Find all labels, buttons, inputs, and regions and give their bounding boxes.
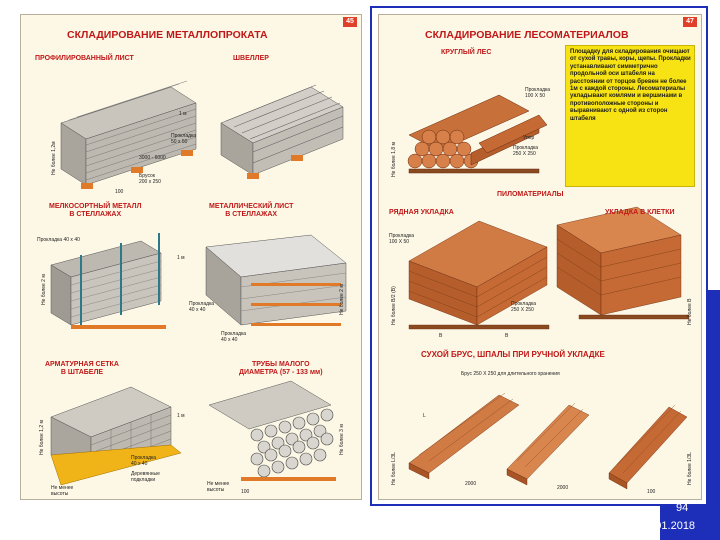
label-length: 3000 - 6000 xyxy=(139,155,166,161)
label-timber-spacer-3: Прокладка 100 Х 50 xyxy=(389,233,415,245)
section-round-timber: КРУГЛЫЙ ЛЕС xyxy=(441,49,492,56)
section-profiled-sheet: ПРОФИЛИРОВАННЫЙ ЛИСТ xyxy=(35,55,134,62)
label-timber-height-4: Не более L/3L xyxy=(391,452,397,485)
left-poster-title: СКЛАДИРОВАНИЕ МЕТАЛЛОПРОКАТА xyxy=(67,29,268,41)
label-timber-height-2: Не более В/2 (В) xyxy=(391,286,397,325)
label-spacer-4: Прокладка 40 х 40 xyxy=(221,331,247,343)
dry-beam-stacks xyxy=(408,392,688,490)
right-poster: 47 СКЛАДИРОВАНИЕ ЛЕСОМАТЕРИАЛОВ xyxy=(378,14,702,500)
section-cage-stack: УКЛАДКА В КЛЕТКИ xyxy=(605,209,675,216)
label-2000-b: 2000 xyxy=(557,485,569,491)
label-timber-100: 100 xyxy=(647,489,656,495)
label-spacer-5: Прокладка 40 х 40 xyxy=(131,455,157,467)
cage-stacking xyxy=(556,206,690,320)
label-wood-liner: Деревянные подкладки xyxy=(131,471,160,483)
section-small-pipes: ТРУБЫ МАЛОГО ДИАМЕТРА (57 - 133 мм) xyxy=(239,361,323,376)
timber-note-box: Площадку для складирования очищают от су… xyxy=(565,45,695,187)
label-b-1: В xyxy=(439,333,443,339)
metal-illustrations xyxy=(50,80,347,486)
label-timber-spacer-2: Прокладка 250 Х 250 xyxy=(513,145,539,157)
label-b-2: В xyxy=(505,333,509,339)
label-height-5: Не более 3 м xyxy=(339,424,345,455)
right-poster-title: СКЛАДИРОВАНИЕ ЛЕСОМАТЕРИАЛОВ xyxy=(425,29,629,41)
left-poster-page-badge: 45 xyxy=(343,17,357,27)
section-metal-sheet: МЕТАЛЛИЧЕСКИЙ ЛИСТ В СТЕЛЛАЖАХ xyxy=(209,203,294,218)
round-timber-pile xyxy=(407,94,548,174)
label-2000-a: 2000 xyxy=(465,481,477,487)
label-not-less-1: Не менее высоты xyxy=(51,485,74,497)
label-not-less-2: Не менее высоты xyxy=(207,481,230,493)
label-beam: Брус 250 Х 250 для длительного хранения xyxy=(461,371,560,377)
label-timber-height-1: Не более 1,8 м xyxy=(391,142,397,177)
label-1m-b: 1 м xyxy=(177,255,185,261)
channel-stack xyxy=(220,84,344,179)
section-channel: ШВЕЛЛЕР xyxy=(233,55,269,62)
rebar-mesh-stack xyxy=(50,386,182,486)
label-timber-spacer-1: Прокладка 100 Х 50 xyxy=(525,87,551,99)
section-lumber: ПИЛОМАТЕРИАЛЫ xyxy=(497,191,564,198)
section-small-metal: МЕЛКОСОРТНЫЙ МЕТАЛЛ В СТЕЛЛАЖАХ xyxy=(49,203,142,218)
metal-sheet-rack xyxy=(205,234,347,326)
timber-illustrations xyxy=(407,94,690,490)
label-100-a: 100 xyxy=(115,189,124,195)
label-L: L xyxy=(423,413,426,419)
label-1m-a: 1 м xyxy=(179,111,187,117)
section-rebar-mesh: АРМАТУРНАЯ СЕТКА В ШТАБЕЛЕ xyxy=(45,361,119,376)
row-stacking xyxy=(408,220,550,330)
label-timber-height-3: Не более В xyxy=(687,298,693,325)
slide-page-number: 94 xyxy=(676,502,689,514)
label-spacer-3: Прокладка 40 х 40 xyxy=(189,301,215,313)
label-height-2: Не более 2 м xyxy=(41,274,47,305)
slide-date: 22.01.2018 xyxy=(640,520,696,532)
section-row-stack: РЯДНАЯ УКЛАДКА xyxy=(389,209,454,216)
label-block: Брусок 200 х 250 xyxy=(139,173,161,185)
label-100-b: 100 xyxy=(241,489,250,495)
label-timber-spacer-4: Прокладка 250 Х 250 xyxy=(511,301,537,313)
timber-note-text: Площадку для складирования очищают от су… xyxy=(570,49,691,122)
profiled-sheet-stack xyxy=(60,80,197,189)
small-metal-rack xyxy=(50,233,166,329)
section-dry-beam: СУХОЙ БРУС, ШПАЛЫ ПРИ РУЧНОЙ УКЛАДКЕ xyxy=(421,350,605,359)
label-height-1: Не более 1,2м xyxy=(51,141,57,175)
label-height-3: Не более 2 м xyxy=(339,284,345,315)
label-spacer-2: Прокладка 40 х 40 xyxy=(37,237,80,243)
label-timber-height-5: Не более 1/3L xyxy=(687,452,693,485)
label-timber-stop: Упор xyxy=(523,135,535,141)
label-height-4: Не более 1,2 м xyxy=(39,420,45,455)
pipes-stack xyxy=(208,380,336,481)
left-poster: 45 СКЛАДИРОВАНИЕ МЕТАЛЛОПРОКАТА xyxy=(20,14,362,500)
label-spacer-1: Прокладка 50 х 50 xyxy=(171,133,197,145)
label-1m-c: 1 м xyxy=(177,413,185,419)
right-poster-page-badge: 47 xyxy=(683,17,697,27)
